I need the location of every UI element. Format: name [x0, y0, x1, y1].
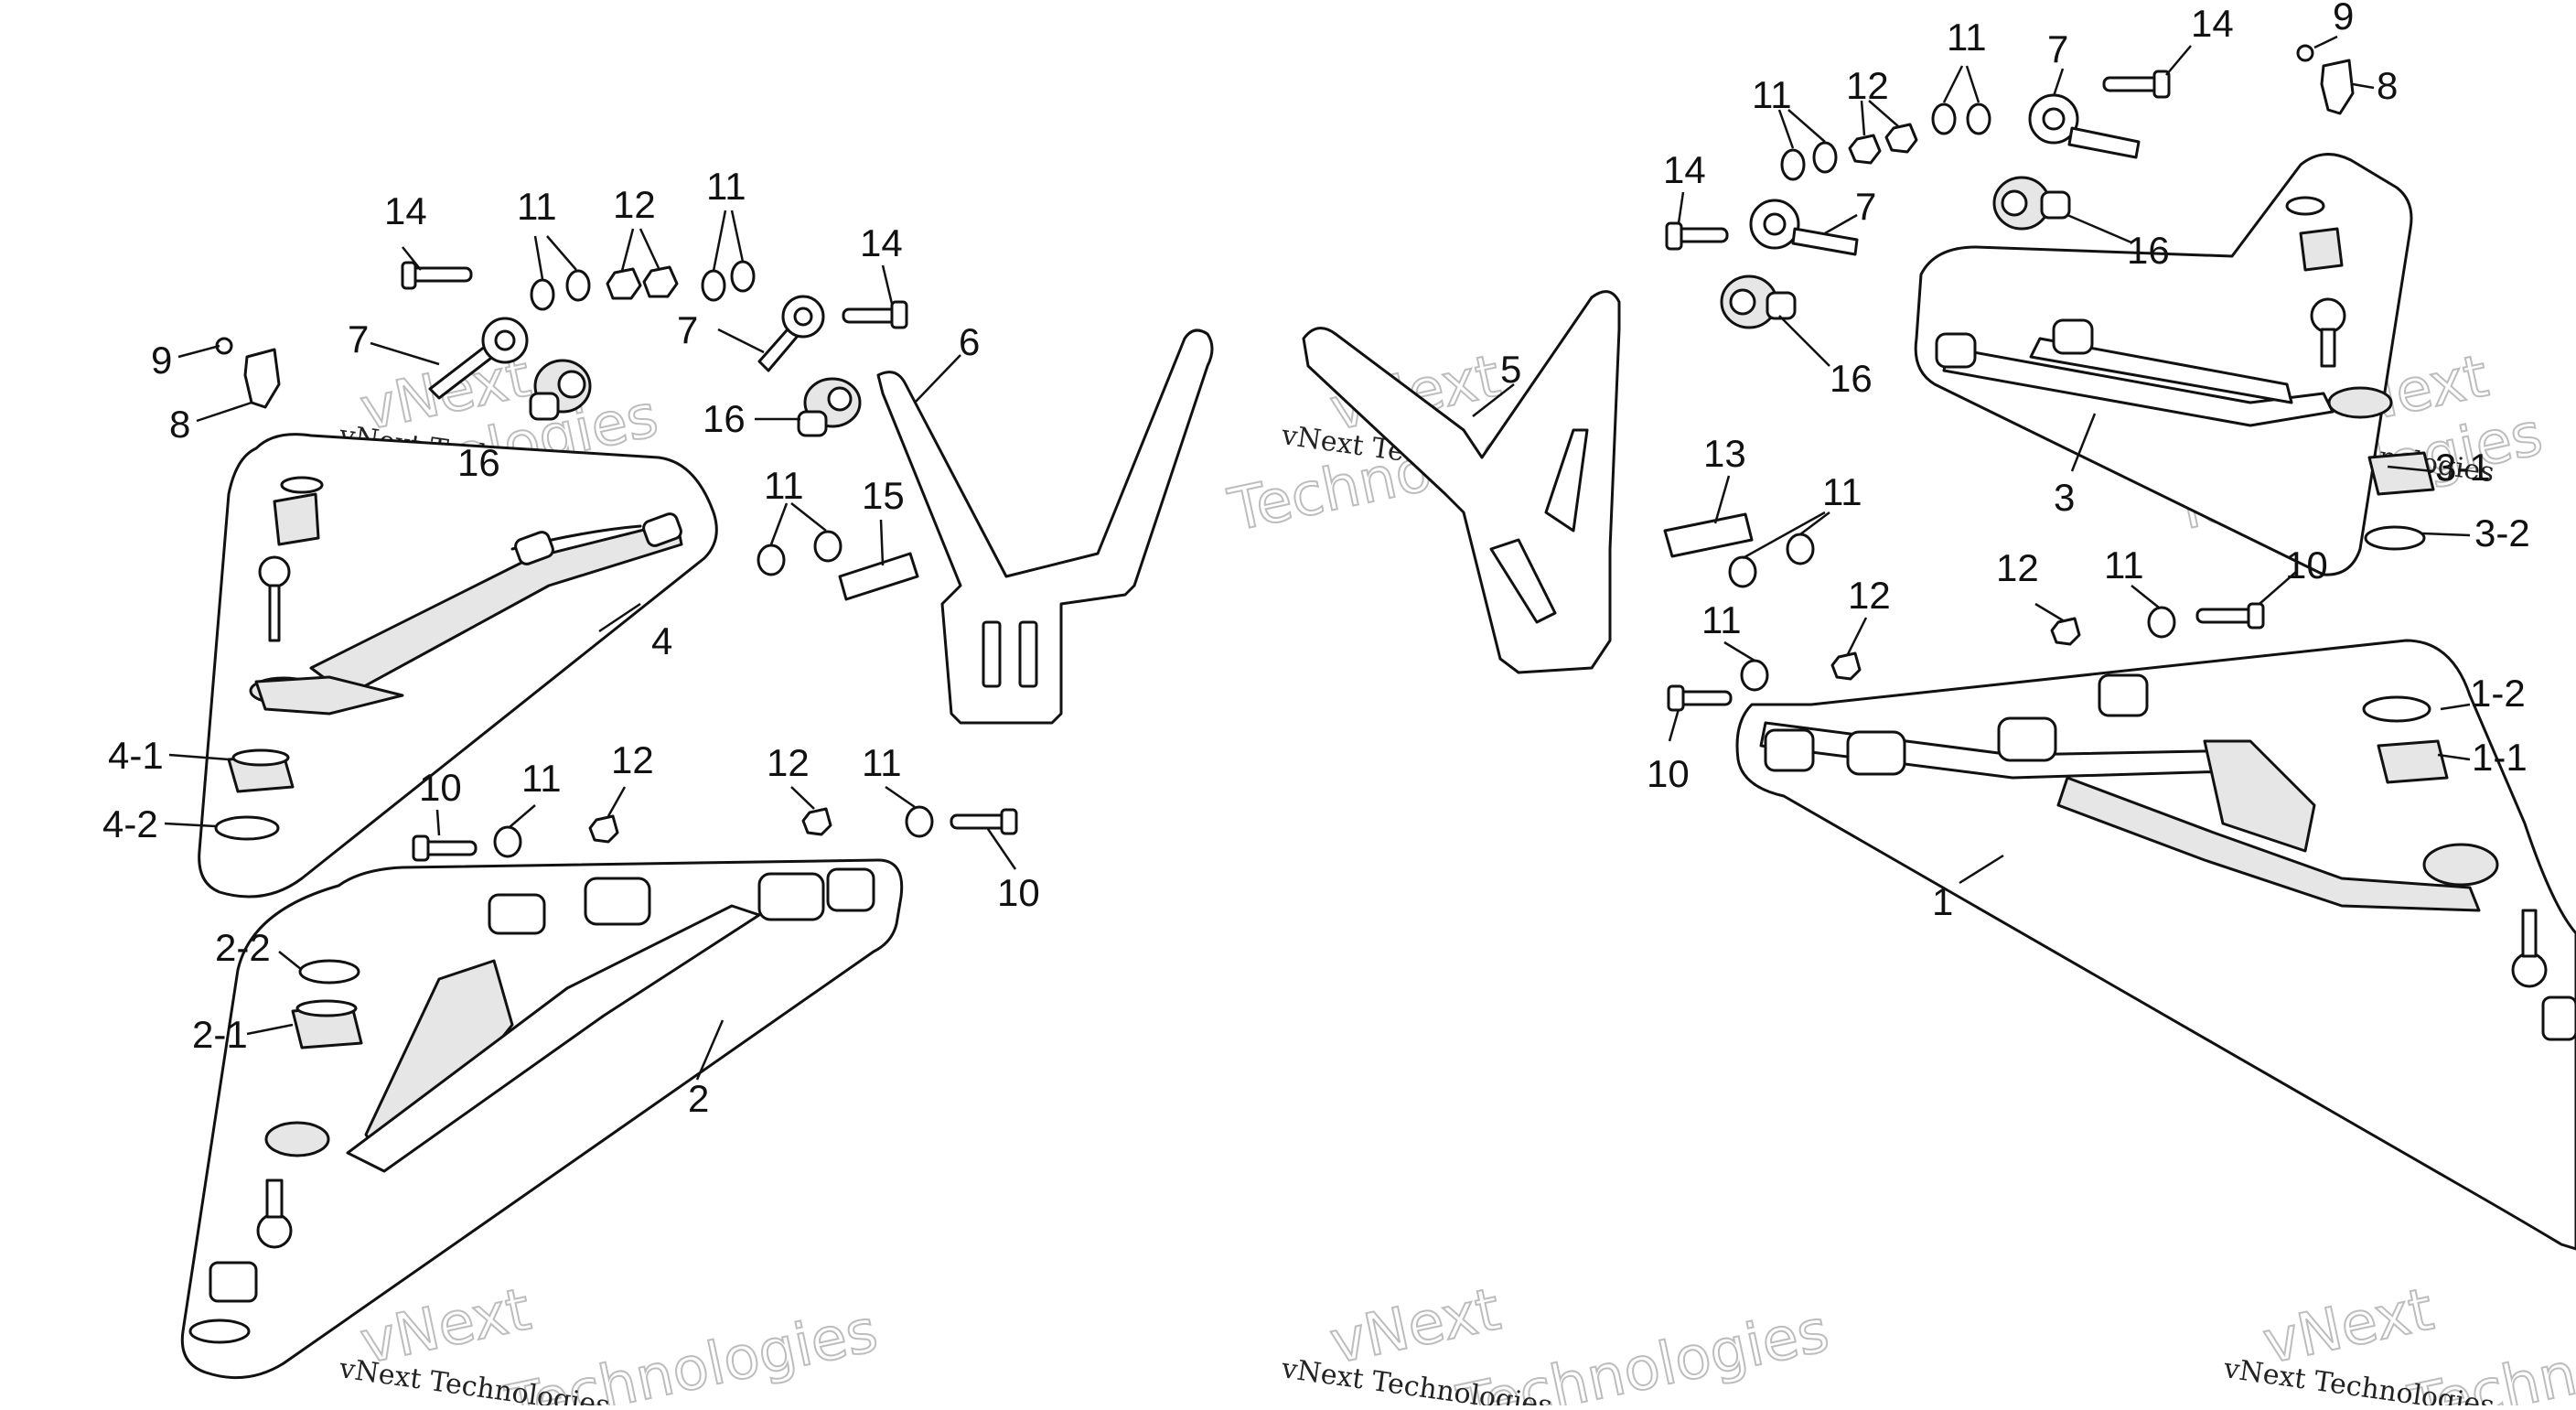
- callout-10: 10: [1647, 752, 1690, 795]
- callout-12: 12: [611, 738, 654, 781]
- callout-16: 16: [2127, 229, 2170, 272]
- ring-4-2[interactable]: [214, 815, 280, 841]
- callout-12: 12: [1848, 574, 1891, 617]
- callout-2: 2: [688, 1077, 709, 1120]
- callout-11: 11: [862, 741, 902, 784]
- dust-boot-4-1[interactable]: [227, 748, 295, 793]
- callout-1: 1: [1932, 880, 1953, 923]
- arm-assembly-3[interactable]: [1914, 153, 2413, 576]
- callout-11: 11: [2104, 544, 2144, 587]
- callout-11: 11: [1947, 16, 1987, 59]
- arm-assembly-1[interactable]: [1735, 639, 2576, 1251]
- callout-12: 12: [613, 183, 656, 226]
- bracket-5[interactable]: [1302, 290, 1621, 674]
- hardware-left[interactable]: [215, 260, 1018, 862]
- callout-7: 7: [1855, 185, 1876, 228]
- callout-12: 12: [767, 741, 810, 784]
- callout-4: 4: [651, 619, 672, 662]
- callout-13: 13: [1703, 432, 1746, 475]
- ring-2-2[interactable]: [298, 959, 360, 985]
- callout-14: 14: [860, 221, 903, 264]
- watermark-bl: vNext Technologies vNext Technologies: [337, 1275, 885, 1410]
- callout-14: 14: [384, 189, 427, 232]
- callout-10: 10: [419, 766, 462, 809]
- callout-14: 14: [2191, 2, 2234, 45]
- callout-labels: 14 11 12 11 9 7 8 16 7 14 16 6 4 4-1 4-2…: [102, 0, 2530, 1120]
- callout-8: 8: [2377, 64, 2398, 107]
- callout-9: 9: [151, 339, 172, 382]
- dust-boot-3-1[interactable]: [2367, 451, 2435, 496]
- arm-assembly-4[interactable]: [198, 433, 718, 899]
- callout-11: 11: [1822, 470, 1862, 513]
- callout-7: 7: [2047, 27, 2068, 70]
- callout-16: 16: [1830, 357, 1873, 400]
- dust-boot-1-1[interactable]: [2377, 739, 2449, 784]
- callout-11: 11: [764, 464, 804, 507]
- dust-boot-2-1[interactable]: [291, 999, 363, 1049]
- callout-7: 7: [348, 318, 369, 361]
- callout-3-2: 3-2: [2474, 511, 2530, 554]
- callout-11: 11: [1752, 73, 1792, 116]
- callout-11: 11: [521, 757, 562, 800]
- callout-12: 12: [1996, 546, 2039, 589]
- watermark-bc: vNext Technologies vNext Technologies: [1279, 1275, 1836, 1410]
- callout-5: 5: [1500, 348, 1521, 391]
- callout-9: 9: [2333, 0, 2354, 38]
- callout-7: 7: [677, 308, 698, 351]
- hardware-right[interactable]: [1663, 44, 2355, 712]
- callout-4-1: 4-1: [108, 734, 164, 777]
- callout-16: 16: [703, 397, 746, 440]
- callout-11: 11: [517, 185, 557, 228]
- callout-1-1: 1-1: [2472, 736, 2528, 779]
- callout-11: 11: [1701, 598, 1742, 641]
- callout-10: 10: [997, 871, 1040, 914]
- ring-3-2[interactable]: [2364, 525, 2426, 551]
- callout-6: 6: [959, 320, 980, 363]
- watermark-br: vNext Technologies vNext Technologies: [2221, 1275, 2576, 1410]
- callout-11: 11: [706, 165, 746, 208]
- callout-2-2: 2-2: [215, 926, 271, 969]
- bracket-6[interactable]: [876, 328, 1214, 725]
- callout-1-2: 1-2: [2470, 672, 2526, 715]
- callout-10: 10: [2285, 544, 2328, 587]
- callout-15: 15: [862, 474, 905, 517]
- ring-1-2[interactable]: [2362, 695, 2431, 723]
- callout-3-1: 3-1: [2435, 446, 2491, 489]
- callout-3: 3: [2054, 476, 2075, 519]
- callout-12: 12: [1846, 64, 1889, 107]
- callout-2-1: 2-1: [192, 1013, 248, 1056]
- callout-8: 8: [169, 403, 190, 446]
- callout-4-2: 4-2: [102, 802, 158, 845]
- callout-16: 16: [457, 441, 500, 484]
- callout-14: 14: [1663, 148, 1706, 191]
- leader-lines: [164, 35, 2471, 1081]
- arm-assembly-2[interactable]: [180, 858, 904, 1380]
